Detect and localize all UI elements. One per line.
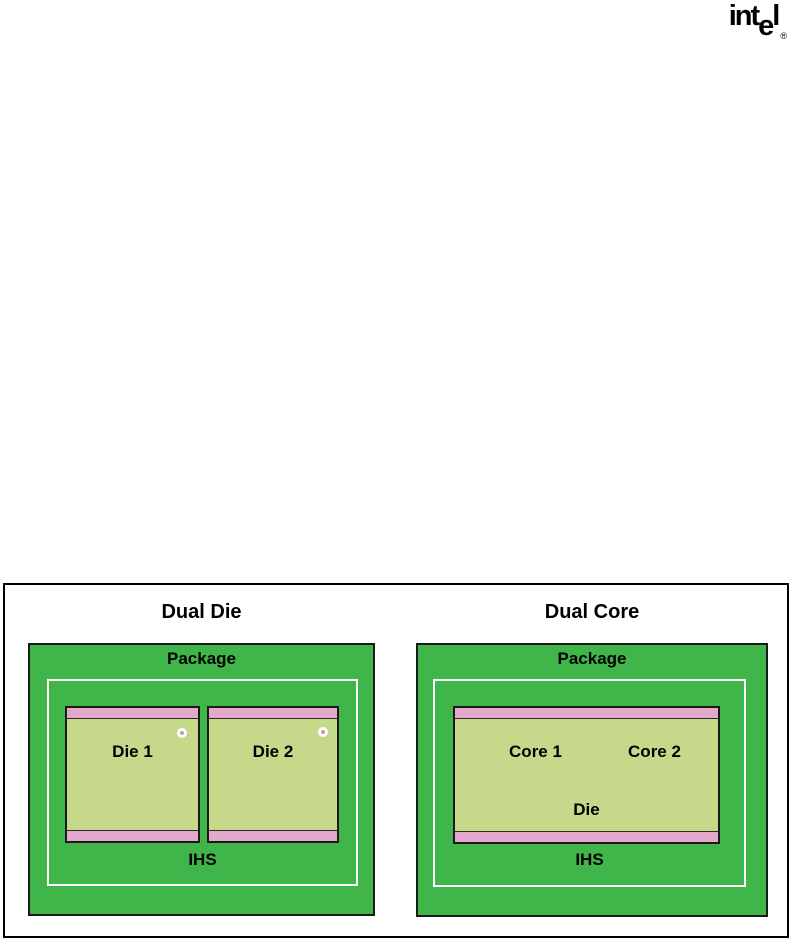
die-2-marker-dot-icon	[318, 727, 328, 737]
package-label-dual-core: Package	[557, 649, 627, 668]
logo-dropped-e: e	[758, 10, 774, 42]
logo-text-int: int	[728, 0, 760, 32]
die-2-top-strip	[209, 708, 337, 719]
ihs-outline-dual-die	[47, 679, 358, 886]
ihs-label-dual-die: IHS	[188, 850, 217, 869]
panel-title-dual-die: Dual Die	[161, 601, 242, 623]
die-1-bottom-strip	[67, 830, 198, 841]
die-2-label: Die 2	[252, 742, 294, 761]
die-2-box: Die 2	[207, 706, 339, 843]
dual-core-die-bottom-strip	[455, 831, 718, 842]
ihs-outline-dual-core	[433, 679, 746, 887]
dual-core-die-box: Core 1 Core 2 Die	[453, 706, 720, 844]
ihs-label-dual-core: IHS	[575, 850, 604, 869]
dual-die-vs-dual-core-figure: Dual Die Package Die 1 Die 2 IHS Dual Co…	[3, 583, 789, 938]
dual-core-die-top-strip	[455, 708, 718, 719]
die-1-label: Die 1	[112, 742, 153, 761]
die-2-bottom-strip	[209, 830, 337, 841]
panel-title-dual-core: Dual Core	[544, 601, 640, 623]
intel-logo-text: intel	[728, 0, 781, 41]
die-1-marker-dot-icon	[177, 728, 187, 738]
package-label-dual-die: Package	[167, 649, 236, 668]
intel-logo: intel®	[728, 0, 787, 42]
registered-trademark-icon: ®	[780, 31, 787, 41]
die-1-top-strip	[67, 708, 198, 719]
logo-text-l: l	[772, 0, 780, 32]
core-2-label: Core 2	[628, 742, 681, 761]
core-1-label: Core 1	[509, 742, 562, 761]
die-1-box: Die 1	[65, 706, 200, 843]
die-label: Die	[573, 800, 600, 819]
